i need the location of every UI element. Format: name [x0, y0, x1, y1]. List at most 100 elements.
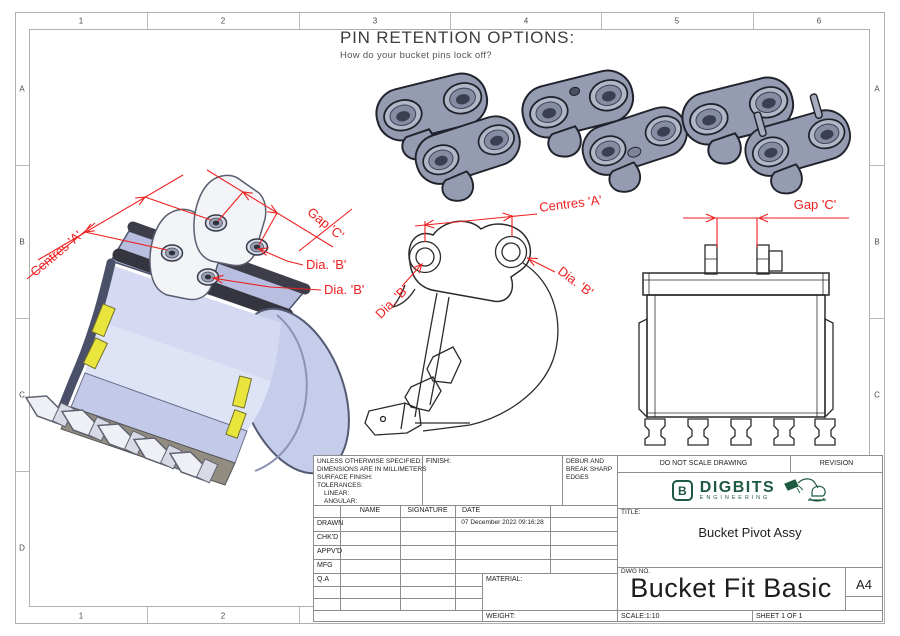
drawn-date: 07 December 2022 09:16:28	[461, 519, 544, 526]
dim-label-gap-c: Gap 'C'	[794, 197, 837, 212]
divider	[313, 586, 482, 587]
col-header-date: DATE	[462, 507, 481, 514]
divider	[313, 455, 883, 456]
dim-label-gap-c: Gap 'C'	[305, 204, 348, 242]
divider	[313, 505, 617, 506]
spec-line: UNLESS OTHERWISE SPECIFIED:	[317, 458, 422, 465]
pin-lug-lockhole-upper	[516, 64, 645, 166]
divider	[617, 455, 618, 622]
logo-tagline-text: ENGINEERING	[699, 495, 771, 501]
divider	[313, 598, 482, 599]
divider	[422, 455, 423, 505]
divider	[790, 455, 791, 472]
debur-line: BREAK SHARP	[566, 466, 613, 473]
spec-line: ANGULAR:	[324, 498, 358, 505]
sheet-label: SHEET 1 OF 1	[756, 613, 803, 620]
grid-tick	[15, 165, 29, 166]
grid-row-label: A	[19, 84, 25, 94]
dimension-overlay-front: Gap 'C'	[683, 197, 849, 247]
spec-note: UNLESS OTHERWISE SPECIFIED: DIMENSIONS A…	[317, 458, 426, 506]
divider	[550, 505, 551, 573]
grid-tick	[601, 12, 602, 29]
debur-line: DEBUR AND	[566, 458, 604, 465]
grid-row-label: B	[19, 237, 25, 247]
divider	[400, 505, 401, 610]
material-label: MATERIAL:	[486, 576, 523, 583]
dim-label-dia-b: Dia. 'B'	[306, 257, 346, 272]
grid-tick	[870, 318, 885, 319]
row-label-drawn: DRAWN	[317, 520, 344, 527]
digbits-logo: B DIGBITS ENGINEERING	[617, 474, 883, 507]
spec-line: LINEAR:	[324, 490, 350, 497]
grid-tick	[870, 165, 885, 166]
row-label-qa: Q.A	[317, 576, 330, 583]
divider	[562, 455, 563, 505]
pin-lug-keeper-lower	[738, 93, 863, 203]
finish-label: FINISH:	[426, 458, 451, 465]
divider	[617, 472, 883, 473]
title-block: UNLESS OTHERWISE SPECIFIED: DIMENSIONS A…	[313, 455, 883, 622]
col-header-name: NAME	[359, 507, 381, 514]
row-label-mfg: MFG	[317, 562, 333, 569]
grid-col-label: 6	[816, 16, 822, 26]
dim-label-dia-b: Dia. 'B'	[555, 263, 596, 299]
dim-label-centres-a: Centres 'A'	[538, 192, 602, 215]
grid-col-label: 3	[372, 16, 378, 26]
divider	[313, 517, 617, 518]
bucket-side-view: Centres 'A' Dia. 'B' Dia. 'B'	[364, 192, 603, 436]
revision-label: REVISION	[819, 460, 854, 467]
pin-retention-renders	[370, 64, 863, 212]
grid-tick	[753, 12, 754, 29]
grid-row-label: B	[874, 237, 880, 247]
spec-line: TOLERANCES:	[317, 482, 363, 489]
dwg-no-label: DWG NO.	[621, 568, 651, 575]
excavator-icon	[784, 477, 827, 502]
grid-col-label: 1	[78, 16, 84, 26]
dim-label-centres-a: Centres 'A'	[27, 228, 85, 280]
grid-tick	[15, 318, 29, 319]
col-header-signature: SIGNATURE	[407, 507, 448, 514]
bucket-teeth	[24, 395, 219, 484]
row-label-chkd: CHK'D	[317, 534, 339, 541]
debur-note: DEBUR AND BREAK SHARP EDGES	[566, 458, 612, 482]
weight-label: WEIGHT:	[486, 613, 516, 620]
divider	[845, 596, 883, 597]
grid-row-label: C	[874, 390, 880, 400]
spec-line: DIMENSIONS ARE IN MILLIMETERS	[317, 466, 427, 473]
side-view-outline	[364, 220, 559, 436]
divider	[313, 610, 883, 611]
grid-tick	[147, 607, 148, 624]
scale-label: SCALE:1:10	[621, 613, 660, 620]
dim-label-dia-b: Dia. 'B'	[372, 282, 411, 321]
divider	[340, 505, 341, 610]
grid-tick	[15, 471, 29, 472]
divider	[455, 505, 456, 610]
divider	[845, 567, 846, 610]
do-not-scale-note: DO NOT SCALE DRAWING	[659, 460, 748, 467]
front-view-outline	[638, 244, 836, 446]
logo-b-mark: B	[671, 480, 693, 501]
grid-col-label: 2	[220, 16, 226, 26]
bucket-front-view: Gap 'C'	[638, 197, 849, 446]
grid-tick	[450, 12, 451, 29]
divider	[313, 621, 883, 622]
paper-size: A4	[856, 577, 872, 592]
pin-lug-lockhole-lower	[575, 100, 701, 203]
divider	[313, 545, 617, 546]
dim-label-dia-b: Dia. 'B'	[324, 282, 364, 297]
page-title: PIN RETENTION OPTIONS:	[340, 28, 575, 47]
title-label: TITLE:	[621, 509, 641, 516]
drawing-heading: PIN RETENTION OPTIONS: How do your bucke…	[340, 28, 575, 61]
divider	[617, 508, 883, 509]
page-subtitle: How do your bucket pins lock off?	[340, 50, 492, 61]
divider	[313, 531, 617, 532]
logo-brand-text: DIGBITS	[699, 479, 776, 496]
grid-col-label: 2	[220, 611, 226, 621]
grid-row-label: A	[874, 84, 880, 94]
dwg-no-value: Bucket Fit Basic	[630, 573, 832, 603]
divider	[752, 610, 753, 622]
divider	[882, 455, 883, 622]
grid-row-label: D	[19, 543, 25, 553]
row-label-appvd: APPV'D	[317, 548, 343, 555]
